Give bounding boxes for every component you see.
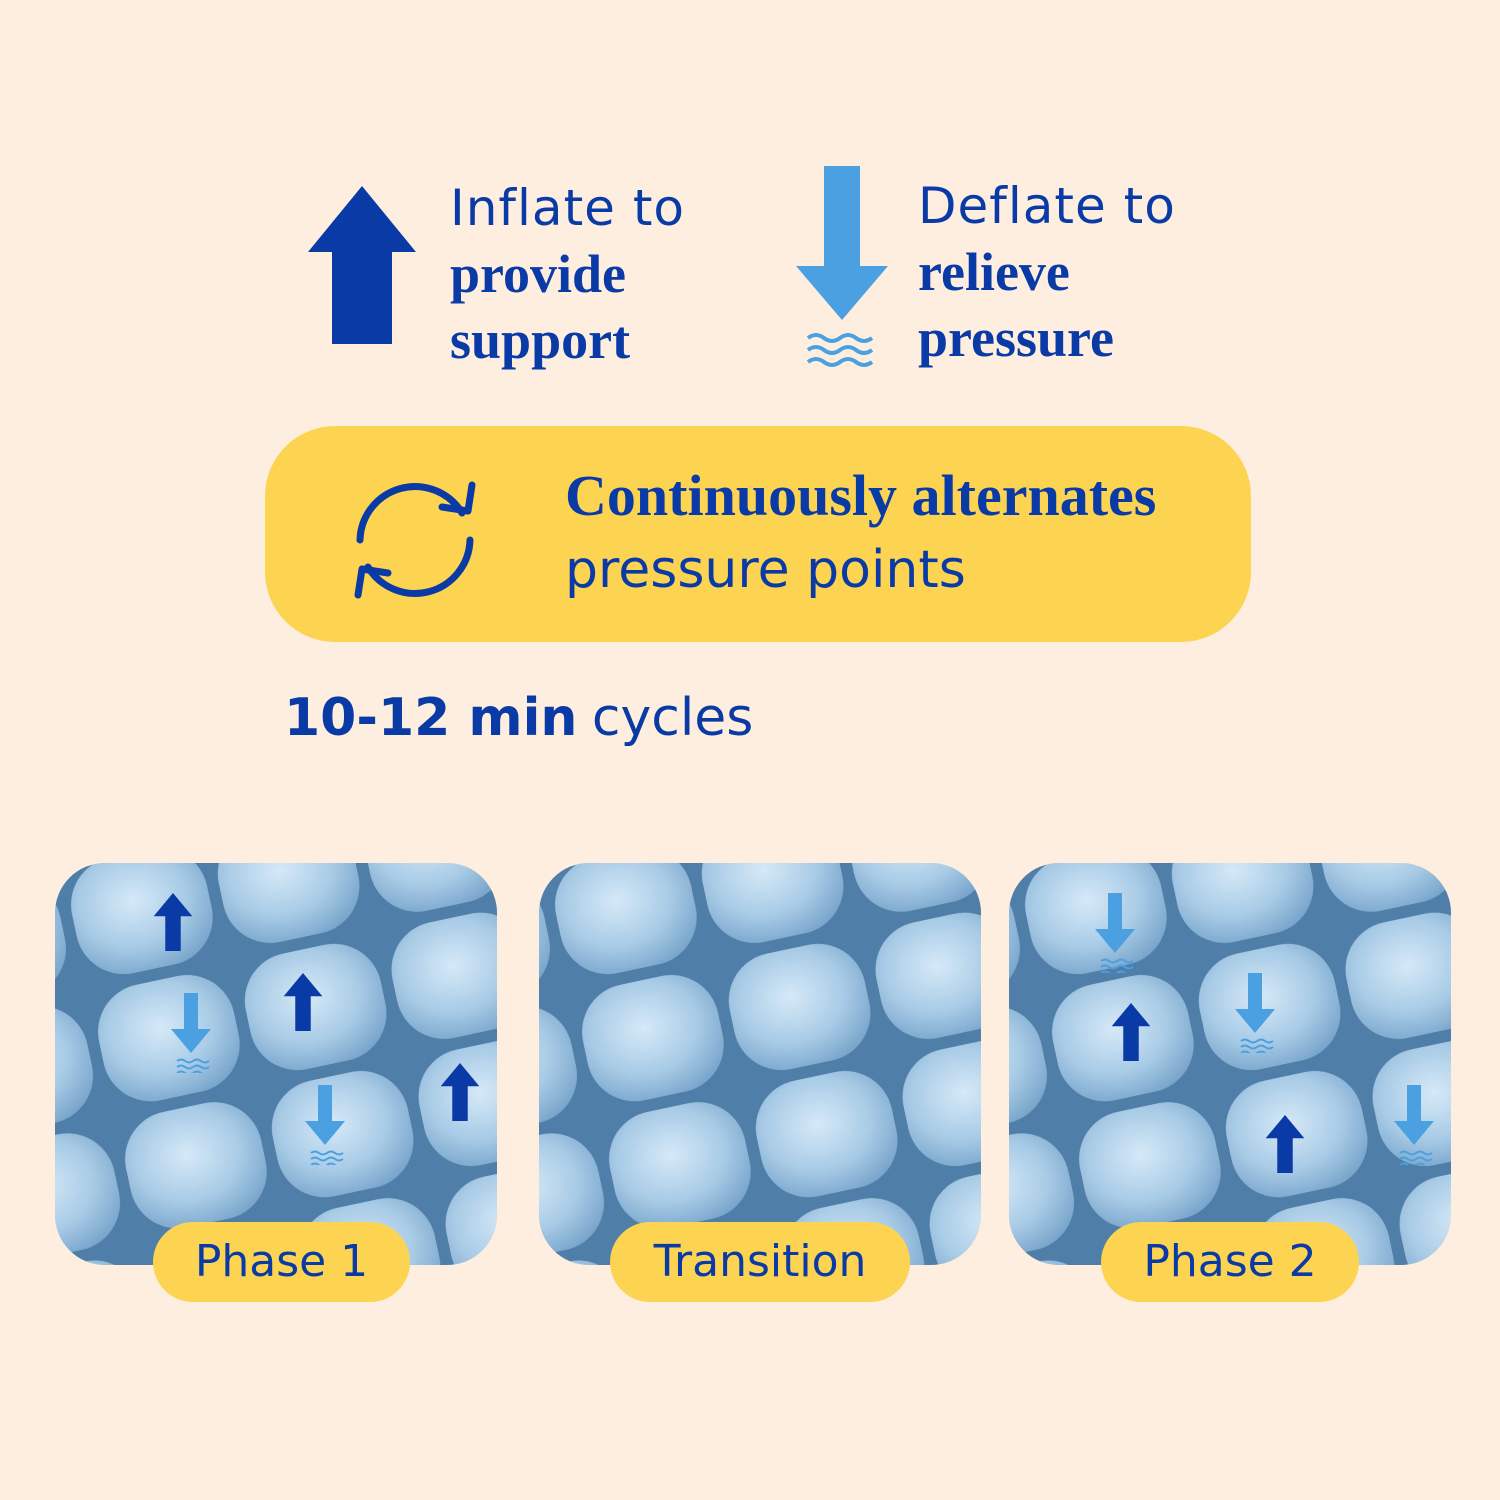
- transition-image: [539, 863, 981, 1265]
- alternating-banner: [265, 426, 1251, 642]
- inflate-line3: support: [450, 310, 631, 370]
- inflate-caption: Inflate to provide support: [450, 175, 685, 373]
- phase2-label: Phase 2: [1101, 1222, 1359, 1302]
- banner-headline: Continuously alternates: [565, 463, 1157, 528]
- phase1-label: Phase 1: [153, 1222, 410, 1302]
- phase1-image: [55, 863, 497, 1265]
- deflate-line3: pressure: [918, 308, 1115, 368]
- refresh-cycle-icon: [354, 481, 476, 599]
- deflate-line1: Deflate to: [918, 177, 1176, 235]
- inflate-line2: provide: [450, 244, 627, 304]
- transition-label: Transition: [610, 1222, 910, 1302]
- deflate-caption: Deflate to relieve pressure: [918, 173, 1176, 371]
- arrow-up-icon: [308, 186, 416, 344]
- cycle-duration-unit: cycles: [591, 688, 754, 748]
- banner-subline: pressure points: [565, 540, 966, 600]
- inflate-line1: Inflate to: [450, 179, 686, 237]
- deflate-line2: relieve: [918, 242, 1070, 302]
- phase2-image: [1009, 863, 1451, 1265]
- arrow-down-waves-icon: [796, 166, 888, 367]
- cycle-duration: 10-12 min cycles: [284, 688, 753, 748]
- cycle-duration-value: 10-12 min: [284, 688, 578, 748]
